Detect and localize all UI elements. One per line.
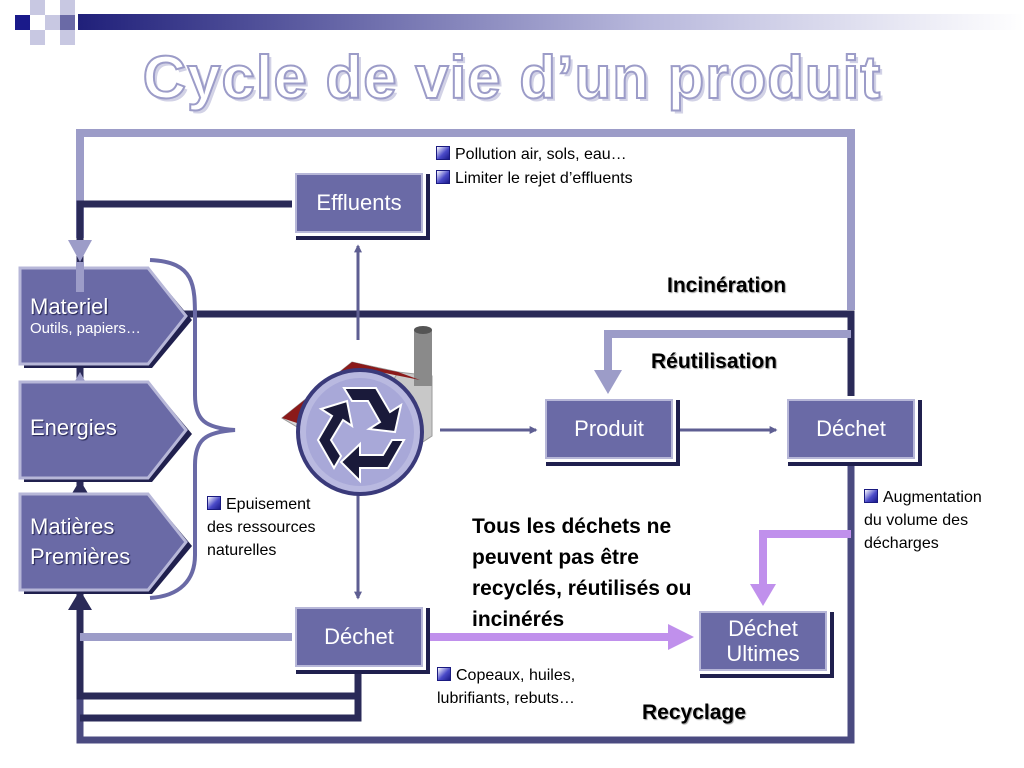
box-dechet-ultimes-line1: Déchet: [728, 615, 798, 641]
note-epuisement-line3: naturelles: [207, 542, 277, 560]
header-square: [45, 15, 60, 30]
header-square: [30, 30, 45, 45]
input-energies-label: Energies: [30, 415, 117, 440]
bullet-icon: [864, 489, 878, 503]
statement-line4: incinérés: [472, 608, 565, 632]
box-dechet-right: Déchet: [784, 396, 918, 462]
label-incineration: Incinération: [667, 274, 787, 297]
decharge-arrowhead: [750, 584, 776, 606]
label-recyclage: Recyclage: [642, 701, 746, 724]
input-matieres-line2: Premières: [30, 543, 131, 569]
arrow-into-materiel: [68, 240, 92, 262]
input-materiel-sub: Outils, papiers…: [30, 320, 141, 338]
note-copeaux-line1: Copeaux, huiles,: [437, 664, 575, 687]
input-materiel-label: Materiel: [30, 294, 109, 319]
statement-text: Tous les déchets ne peuvent pas être rec…: [472, 511, 762, 635]
box-produit-label: Produit: [574, 416, 644, 442]
box-produit: Produit: [542, 396, 676, 462]
note-effluents-line2: Limiter le rejet d’effluents: [436, 167, 633, 191]
note-epuisement: Epuisement des ressources naturelles: [207, 493, 316, 563]
bullet-icon: [436, 170, 450, 184]
chevron-materiel: [18, 266, 188, 366]
header-square: [60, 30, 75, 45]
box-effluents: Effluents: [292, 170, 426, 236]
box-effluents-label: Effluents: [316, 190, 402, 216]
note-augmentation-text1: Augmentation: [883, 489, 982, 506]
note-effluents-text1: Pollution air, sols, eau…: [455, 146, 627, 163]
note-augmentation-line3: décharges: [864, 535, 939, 553]
box-dechet-bottom: Déchet: [292, 604, 426, 670]
chevron-energies: [18, 380, 188, 480]
box-dechet-ultimes-line2: Ultimes: [726, 641, 800, 666]
input-brace: [149, 258, 236, 600]
note-augmentation-line1: Augmentation: [864, 486, 982, 509]
header-band: [15, 0, 1024, 45]
box-dechet-ultimes: Déchet Ultimes: [696, 608, 830, 674]
header-square: [60, 15, 75, 30]
label-reutilisation: Réutilisation: [651, 350, 778, 373]
decharge-line: [759, 530, 851, 588]
reutilisation-line: [604, 330, 851, 372]
note-copeaux-line2: lubrifiants, rebuts…: [437, 690, 575, 708]
recycling-arrowhead-2: [68, 590, 92, 610]
note-epuisement-text1: Epuisement: [226, 496, 311, 513]
note-effluents-line1: Pollution air, sols, eau…: [436, 143, 633, 167]
note-epuisement-line2: des ressources: [207, 519, 316, 537]
box-dechet-bottom-label: Déchet: [324, 624, 394, 650]
page-title: Cycle de vie d’un produit: [142, 44, 882, 111]
input-matieres: Matières Premières: [30, 512, 130, 571]
header-square: [15, 15, 30, 30]
input-materiel: Materiel Outils, papiers…: [30, 294, 141, 338]
frame-left: [76, 129, 855, 310]
note-copeaux: Copeaux, huiles, lubrifiants, rebuts…: [437, 664, 575, 710]
note-copeaux-text1: Copeaux, huiles,: [456, 667, 576, 684]
recycle-icon: [296, 368, 424, 496]
bullet-icon: [437, 667, 451, 681]
header-gradient-bar: [78, 14, 1024, 30]
ultimes-arrowhead: [668, 624, 694, 650]
bullet-icon: [436, 146, 450, 160]
note-effluents-text2: Limiter le rejet d’effluents: [455, 170, 633, 187]
bullet-icon: [207, 496, 221, 510]
statement-line3: recyclés, réutilisés ou: [472, 577, 692, 601]
header-square: [60, 0, 75, 15]
statement-line1: Tous les déchets ne: [472, 515, 672, 538]
input-energies: Energies: [30, 415, 117, 441]
header-square: [30, 0, 45, 15]
box-dechet-right-label: Déchet: [816, 416, 886, 442]
note-augmentation: Augmentation du volume des décharges: [864, 486, 982, 556]
reutilisation-arrowhead: [594, 370, 622, 394]
chevron-matieres: [18, 492, 188, 592]
note-epuisement-line1: Epuisement: [207, 493, 316, 516]
note-augmentation-line2: du volume des: [864, 512, 969, 530]
note-effluents: Pollution air, sols, eau… Limiter le rej…: [436, 143, 633, 191]
statement-line2: peuvent pas être: [472, 546, 639, 570]
input-matieres-line1: Matières: [30, 514, 115, 539]
